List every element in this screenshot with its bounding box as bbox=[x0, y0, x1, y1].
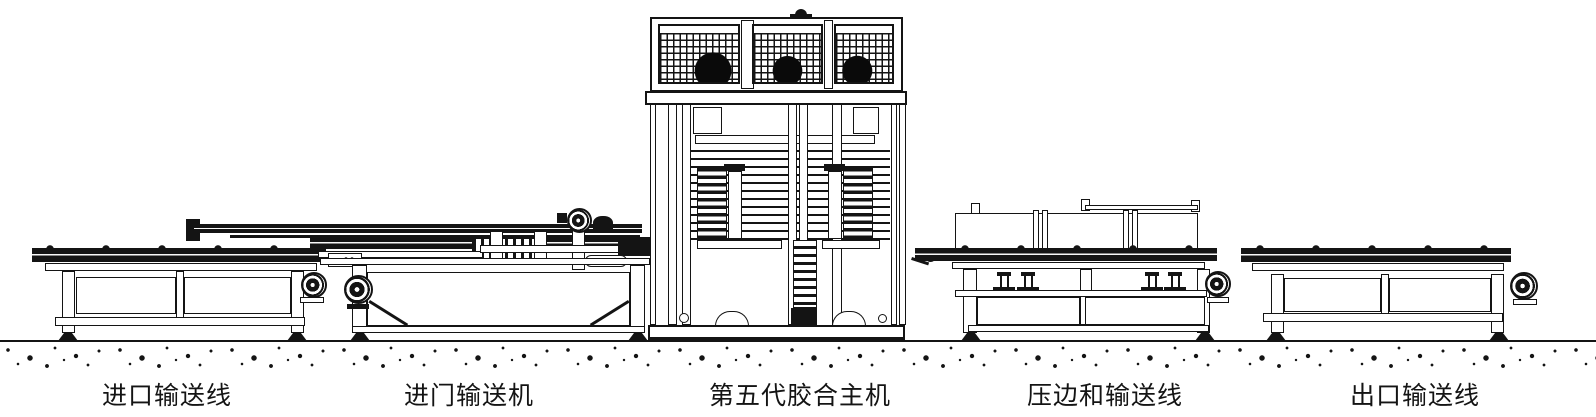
cylinder-cap bbox=[724, 164, 745, 171]
roller-bumps bbox=[960, 243, 1205, 249]
fan-grille bbox=[752, 24, 823, 84]
top-rail bbox=[1241, 248, 1511, 262]
valve-manifold bbox=[793, 240, 817, 308]
corner-bracket bbox=[693, 107, 722, 134]
top-rail bbox=[915, 248, 1217, 261]
pivot-circle bbox=[679, 313, 689, 323]
motor-mount bbox=[557, 213, 567, 223]
shelf-bar bbox=[955, 290, 1207, 297]
column bbox=[891, 104, 897, 325]
bottom-rail bbox=[968, 325, 1209, 332]
ground-speckle bbox=[0, 344, 1596, 374]
foot bbox=[287, 333, 307, 341]
pivot-circle bbox=[878, 314, 887, 323]
foot bbox=[628, 333, 648, 341]
crosshead bbox=[697, 240, 782, 249]
foot bbox=[1195, 333, 1215, 341]
fan-grille bbox=[658, 24, 740, 84]
screw-jack bbox=[1141, 272, 1163, 290]
foot bbox=[1489, 333, 1509, 341]
motor-icon bbox=[1510, 272, 1538, 300]
screw-jack bbox=[993, 272, 1015, 290]
lower-rail bbox=[1263, 313, 1503, 322]
fan-grille bbox=[834, 24, 894, 84]
column bbox=[682, 104, 691, 325]
roller-bumps bbox=[45, 243, 315, 249]
column bbox=[899, 104, 906, 325]
label-laminating-press: 第五代胶合主机 bbox=[708, 383, 892, 410]
crosshead bbox=[822, 240, 880, 249]
frame-panel bbox=[1284, 278, 1381, 312]
motor-icon bbox=[344, 275, 373, 304]
sub-rail bbox=[45, 263, 317, 271]
frame-post bbox=[824, 20, 833, 89]
label-entry-conveyor: 进门输送机 bbox=[403, 383, 535, 410]
frame-panel bbox=[1085, 297, 1205, 325]
sub-rail bbox=[1252, 263, 1504, 271]
column bbox=[668, 104, 677, 325]
roller-bumps bbox=[1255, 243, 1490, 249]
top-rail bbox=[32, 248, 326, 262]
base-beam bbox=[648, 325, 905, 341]
foot bbox=[961, 333, 981, 341]
foot bbox=[58, 333, 78, 341]
motor-bracket bbox=[1513, 299, 1537, 305]
corner-bracket bbox=[853, 107, 879, 134]
label-inlet-conveyor: 进口输送线 bbox=[101, 383, 233, 410]
gearbox bbox=[593, 216, 613, 231]
frame-panel bbox=[977, 297, 1080, 325]
sub-rail bbox=[952, 262, 1205, 269]
screw-jack bbox=[1017, 272, 1039, 290]
motor-bracket bbox=[300, 297, 324, 303]
top-knob bbox=[795, 9, 807, 17]
foot bbox=[350, 333, 370, 341]
label-edge-press-conveyor: 压边和输送线 bbox=[1026, 383, 1184, 410]
leg bbox=[963, 269, 977, 333]
frame-panel bbox=[184, 277, 291, 314]
lower-rail bbox=[55, 317, 305, 326]
motor-icon bbox=[1205, 271, 1231, 297]
ground-line bbox=[0, 340, 1596, 342]
motor-icon bbox=[567, 208, 592, 233]
column bbox=[650, 104, 656, 325]
manifold-block bbox=[791, 308, 817, 326]
top-thin-rail bbox=[1085, 205, 1198, 210]
plate-stack bbox=[697, 167, 727, 238]
arm-under-bar bbox=[230, 235, 640, 238]
plate-stack bbox=[843, 167, 873, 238]
foot bbox=[1266, 333, 1286, 341]
end-fitting bbox=[618, 241, 652, 256]
frame-panel bbox=[367, 272, 630, 326]
cylinder-rod bbox=[728, 171, 742, 239]
frame-panel bbox=[76, 277, 176, 314]
motor-bracket bbox=[1207, 297, 1229, 303]
crown-beam bbox=[645, 91, 907, 105]
label-outlet-conveyor: 出口输送线 bbox=[1349, 383, 1481, 410]
cylinder-rod bbox=[828, 171, 842, 239]
frame-bar bbox=[320, 258, 650, 265]
screw-jack bbox=[1164, 272, 1186, 290]
knob-base bbox=[790, 14, 812, 18]
feed-arm bbox=[194, 224, 642, 233]
under-strip bbox=[318, 251, 483, 258]
cylinder-cap bbox=[824, 164, 845, 171]
motor-mount bbox=[347, 304, 369, 309]
frame-panel bbox=[1389, 278, 1491, 312]
top-platen bbox=[695, 135, 875, 144]
bottom-rail bbox=[352, 326, 645, 333]
